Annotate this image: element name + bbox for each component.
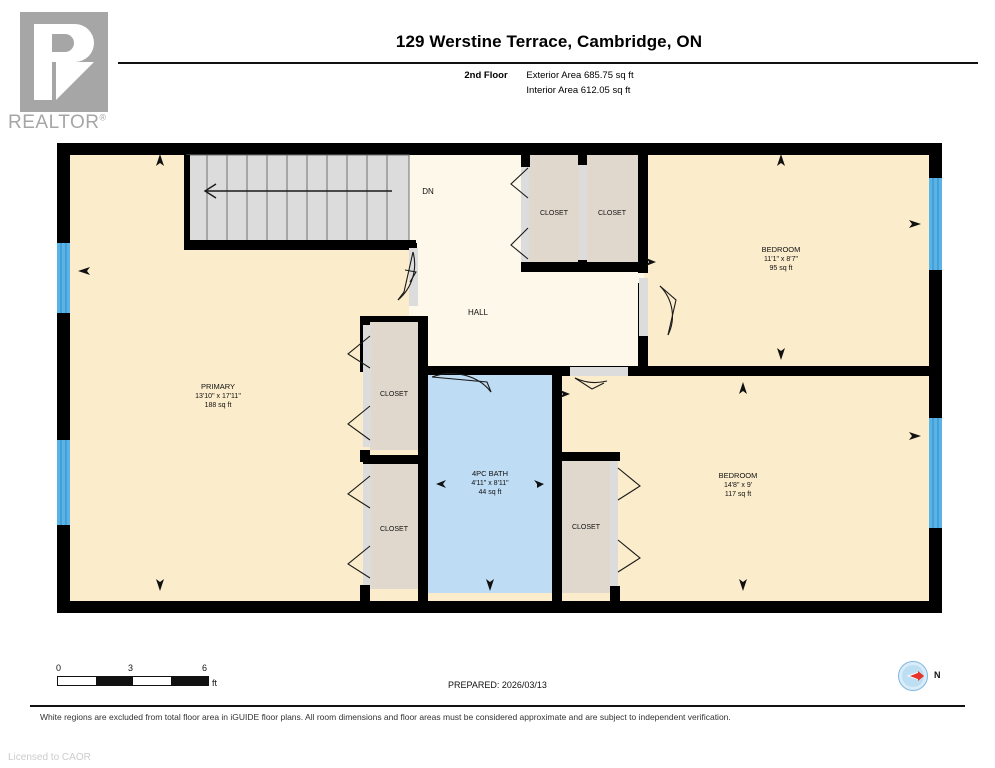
hall-label: HALL xyxy=(468,308,489,317)
window-left-upper xyxy=(57,243,70,313)
bedroom2-door-icon xyxy=(570,367,628,390)
compass-arrow-east-icon xyxy=(898,661,930,693)
wall-bath-left xyxy=(418,372,428,601)
closet-bath-right-fill xyxy=(562,455,612,593)
closet-top-left-fill xyxy=(528,155,580,270)
wall-closet-top-bottom xyxy=(521,262,648,272)
interior-area: Interior Area 612.05 sq ft xyxy=(526,85,631,96)
closet-primary-lower-strip xyxy=(363,464,371,589)
header-divider xyxy=(118,62,978,64)
stair-treads xyxy=(206,155,388,243)
wall-hall-left-top xyxy=(360,316,428,325)
closet-primary-door-icons xyxy=(347,335,371,579)
window-right-upper xyxy=(929,178,942,270)
closet-label-top-right: CLOSET xyxy=(598,210,627,217)
realtor-logo: REALTOR® xyxy=(8,12,120,133)
room-label-bedroom2-area: 117 sq ft xyxy=(725,491,751,498)
window-right-lower xyxy=(929,418,942,528)
room-label-primary-name: PRIMARY xyxy=(201,382,235,391)
closet-bath-right-strip xyxy=(610,458,618,590)
closet-primary-upper-strip xyxy=(363,325,371,447)
wall-closet-top-right-edge xyxy=(638,155,648,273)
prepared-date: PREPARED: 2026/03/13 xyxy=(448,680,547,690)
wall-closet-bathright-bot xyxy=(610,586,620,601)
wall-bedrooms-divider xyxy=(562,366,942,376)
room-label-bath-name: 4PC BATH xyxy=(472,469,508,478)
room-label-bedroom1-dims: 11'1" x 8'7" xyxy=(764,256,798,263)
page-title: 129 Werstine Terrace, Cambridge, ON xyxy=(395,32,703,51)
wall-closet-primary-rt xyxy=(418,322,428,372)
dimension-arrows xyxy=(78,154,921,591)
wall-under-stairs xyxy=(184,240,416,250)
scale-unit-label: ft xyxy=(212,678,218,688)
room-label-bedroom2-dims: 14'8" x 9' xyxy=(724,482,752,489)
closet-label-primary-lower: CLOSET xyxy=(380,526,409,533)
floor-meta: 2nd Floor Exterior Area 685.75 sq ft Inte… xyxy=(120,68,978,98)
bedroom1-door-icon xyxy=(639,278,677,336)
room-label-bath-area: 44 sq ft xyxy=(479,489,502,496)
floor-label: 2nd Floor xyxy=(464,70,508,81)
stairs-dn-label: DN xyxy=(422,187,434,196)
closet-top-right-fill xyxy=(586,155,638,270)
wall-closet-primary-div xyxy=(363,455,419,464)
closet-bathright-door-icons xyxy=(617,467,641,573)
scale-tick-3: 3 xyxy=(128,663,134,673)
room-label-bedroom1-name: BEDROOM xyxy=(762,245,801,254)
room-label-bedroom2-name: BEDROOM xyxy=(719,471,758,480)
room-label-bedroom1-area: 95 sq ft xyxy=(770,265,793,272)
scale-bar xyxy=(57,676,209,686)
closet-label-bath-right: CLOSET xyxy=(572,524,601,531)
footer-divider xyxy=(30,705,965,707)
wall-closet-bathright-top xyxy=(562,452,620,461)
bath-door-icon xyxy=(431,372,492,393)
closet-primary-lower-fill xyxy=(370,464,418,589)
wall-closet-top-divider xyxy=(578,155,587,165)
scale-tick-6: 6 xyxy=(202,663,208,673)
bath-region xyxy=(428,375,552,593)
licensed-text: Licensed to CAOR xyxy=(8,752,91,763)
room-label-primary-area: 188 sq ft xyxy=(205,402,232,409)
wall-bath-right xyxy=(552,372,562,601)
wall-closet-primary-bottom xyxy=(360,585,370,601)
closet-top-door-strip-left xyxy=(521,155,529,270)
realtor-wordmark: REALTOR® xyxy=(8,112,107,133)
stair-direction-arrow-icon xyxy=(203,183,392,199)
compass-north-label: N xyxy=(934,670,941,680)
room-label-primary-dims: 13'10" x 17'11" xyxy=(195,393,241,400)
realtor-mark-icon xyxy=(20,12,108,112)
disclaimer-text: White regions are excluded from total fl… xyxy=(40,712,731,722)
closet-primary-upper-fill xyxy=(370,322,418,450)
exterior-area: Exterior Area 685.75 sq ft xyxy=(526,70,634,81)
stairs-region xyxy=(186,154,410,244)
scale-tick-0: 0 xyxy=(56,663,62,673)
closet-top-left-door-icon xyxy=(510,167,529,260)
wall-hall-bottom xyxy=(417,366,648,375)
wall-closet-top-left-edge xyxy=(521,155,530,167)
closet-label-top-left: CLOSET xyxy=(540,210,569,217)
wall-stairs-left xyxy=(184,155,190,245)
room-label-bath-dims: 4'11" x 8'11" xyxy=(471,480,509,487)
window-left-lower xyxy=(57,440,70,525)
closet-label-primary-upper: CLOSET xyxy=(380,391,409,398)
primary-door-icon xyxy=(397,248,418,306)
closet-top-door-strip-right xyxy=(579,155,587,270)
